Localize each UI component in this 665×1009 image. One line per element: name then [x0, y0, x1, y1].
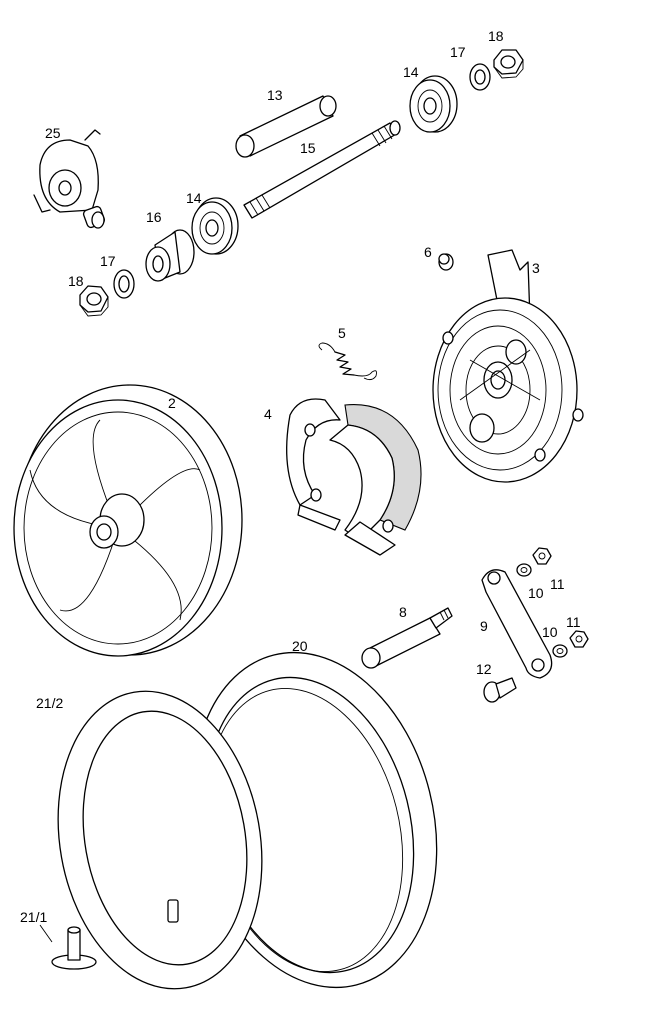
part-5-spring [318, 342, 377, 381]
part-11-nut-upper [532, 547, 552, 565]
label-18-left: 18 [68, 273, 84, 289]
part-11-nut-lower [569, 630, 589, 648]
part-10-washer-lower [552, 644, 568, 658]
label-8: 8 [399, 604, 407, 620]
label-11-upper: 11 [550, 576, 565, 592]
label-17-left: 17 [100, 253, 116, 269]
label-25: 25 [45, 125, 61, 141]
label-21-2: 21/2 [36, 695, 63, 711]
label-20: 20 [292, 638, 308, 654]
label-9: 9 [480, 618, 488, 634]
label-17-right: 17 [450, 44, 466, 60]
label-12: 12 [476, 661, 492, 677]
label-14-right: 14 [403, 64, 419, 80]
part-8-axle-bolt [361, 607, 453, 669]
part-labels: 25 18 17 16 14 13 15 14 17 18 6 3 5 2 4 … [20, 28, 581, 925]
label-2: 2 [168, 395, 176, 411]
label-15: 15 [300, 140, 316, 156]
part-21-1-valve [51, 926, 97, 970]
part-2-rim [13, 384, 243, 657]
part-14-bearing-right [409, 75, 458, 133]
part-21-2-inner-tube [57, 690, 263, 990]
label-13: 13 [267, 87, 283, 103]
part-14-bearing-left [191, 197, 239, 255]
part-25-speedometer-drive [33, 129, 106, 229]
label-4: 4 [264, 406, 272, 422]
part-4-brake-shoes [286, 398, 422, 556]
label-5: 5 [338, 325, 346, 341]
part-15-axle [243, 120, 401, 219]
label-21-1: 21/1 [20, 909, 47, 925]
part-17-washer-left [113, 269, 135, 299]
part-16-spacer [145, 229, 195, 282]
part-17-washer-right [469, 63, 491, 91]
label-16: 16 [146, 209, 162, 225]
label-3: 3 [532, 260, 540, 276]
part-13-sleeve [235, 95, 337, 158]
part-3-brake-plate [432, 249, 584, 483]
label-10-upper: 10 [528, 585, 544, 601]
leader-lines [39, 924, 53, 943]
part-18-nut-left [79, 285, 109, 317]
part-12-bolt [483, 677, 517, 703]
part-6-plug [438, 253, 454, 271]
label-10-lower: 10 [542, 624, 558, 640]
part-18-nut-right [493, 49, 524, 79]
part-10-washer-upper [516, 563, 532, 577]
label-6: 6 [424, 244, 432, 260]
label-14-left: 14 [186, 190, 202, 206]
label-11-lower: 11 [566, 614, 581, 630]
label-18-right: 18 [488, 28, 504, 44]
part-9-brake-lever [481, 569, 553, 679]
